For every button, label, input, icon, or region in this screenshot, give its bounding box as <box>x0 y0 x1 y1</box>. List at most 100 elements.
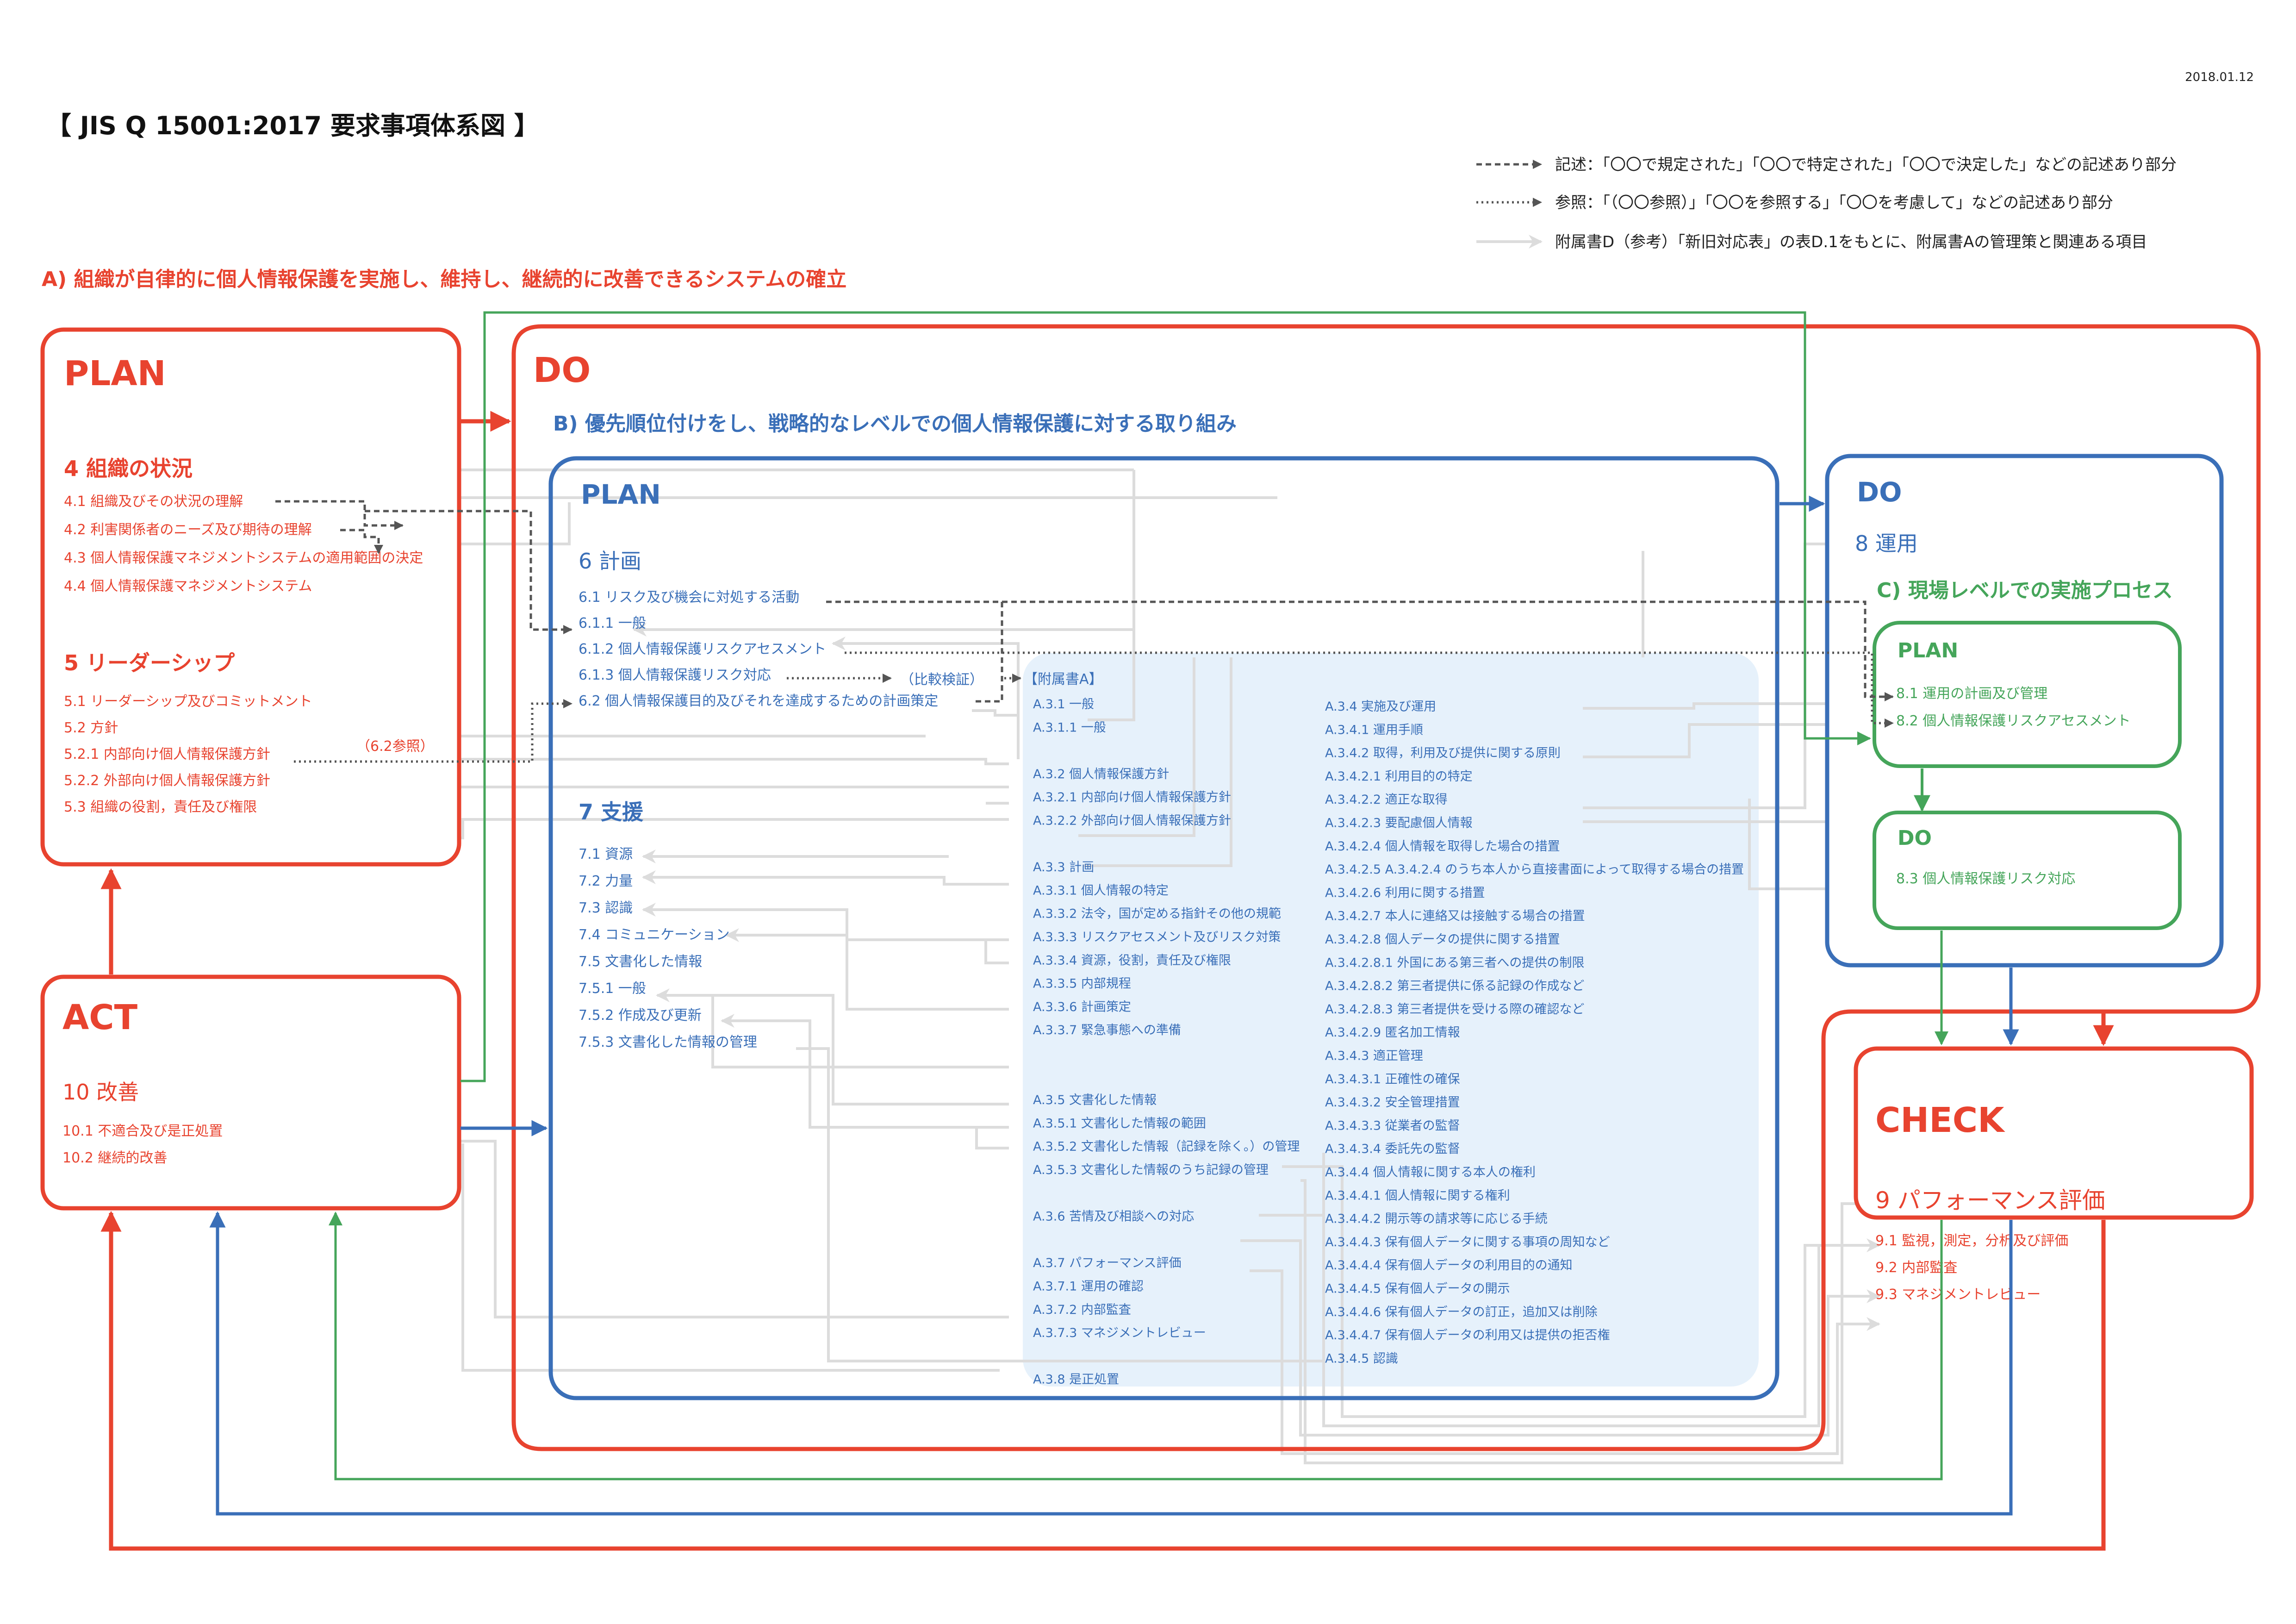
legend: 記述：「〇〇で規定された」「〇〇で特定された」「〇〇で決定した」などの記述あり部… <box>1476 156 2177 251</box>
list-item: A.3.4.4.7 保有個人データの利用又は提供の拒否権 <box>1325 1328 1610 1343</box>
list-item: A.3.3.3 リスクアセスメント及びリスク対策 <box>1033 930 1281 944</box>
list-item: 5.2 方針 <box>64 720 118 736</box>
clause-5-heading: 5 リーダーシップ <box>64 650 235 675</box>
list-item: A.3.4.4.1 個人情報に関する権利 <box>1325 1188 1510 1203</box>
list-item: A.3.1 一般 <box>1033 697 1094 712</box>
list-item: A.3.4.4.2 開示等の請求等に応じる手続 <box>1325 1212 1548 1226</box>
list-item: A.3.4.2.9 匿名加工情報 <box>1325 1025 1460 1040</box>
check-label: CHECK <box>1875 1100 2005 1140</box>
list-item: A.3.3.6 計画策定 <box>1033 1000 1131 1014</box>
list-item: 7.5.2 作成及び更新 <box>579 1007 702 1024</box>
clause-8-2: 8.2 個人情報保護リスクアセスメント <box>1896 713 2131 729</box>
list-item: 6.2 個人情報保護目的及びそれを達成するための計画策定 <box>579 693 938 709</box>
do-plan-box <box>548 456 1780 1400</box>
annex-a-title: 【附属書A】 <box>1024 671 1103 687</box>
page-title: 【 JIS Q 15001:2017 要求事項体系図 】 <box>46 111 539 140</box>
list-item: 4.2 利害関係者のニーズ及び期待の理解 <box>64 522 312 538</box>
list-item: A.3.4.2.4 個人情報を取得した場合の措置 <box>1325 839 1560 854</box>
list-item: A.3.4.2.2 適正な取得 <box>1325 793 1448 807</box>
list-item: A.3.7.1 運用の確認 <box>1033 1280 1144 1294</box>
section-c-heading: C) 現場レベルでの実施プロセス <box>1877 579 2173 602</box>
list-item: 4.1 組織及びその状況の理解 <box>64 493 243 510</box>
list-item: A.3.4.4.4 保有個人データの利用目的の通知 <box>1325 1258 1573 1273</box>
list-item: A.3.1.1 一般 <box>1033 720 1106 735</box>
reference-arrows <box>275 500 1894 763</box>
do-do-label: DO <box>1857 476 1902 508</box>
list-item: A.3.4.4.6 保有個人データの訂正，追加又は削除 <box>1325 1305 1598 1319</box>
see-6-2-note: （6.2参照） <box>356 738 434 755</box>
do-outer-box <box>511 324 2261 1451</box>
list-item: A.3.8 是正処置 <box>1033 1373 1119 1387</box>
list-item: A.3.4.3.4 委託先の監督 <box>1325 1142 1460 1156</box>
check-to-act-blue-arrow <box>209 1211 2013 1516</box>
list-item: A.3.4.4.5 保有個人データの開示 <box>1325 1282 1510 1296</box>
list-item: 7.5.3 文書化した情報の管理 <box>579 1034 757 1050</box>
list-item: A.3.4.4 個人情報に関する本人の権利 <box>1325 1165 1536 1180</box>
list-item: A.3.4.2.7 本人に連絡又は接触する場合の措置 <box>1325 909 1585 924</box>
list-item: 6.1 リスク及び機会に対処する活動 <box>579 589 799 606</box>
list-item: A.3.3.5 内部規程 <box>1033 977 1131 991</box>
list-item: A.3.4.3 適正管理 <box>1325 1049 1423 1063</box>
list-item: A.3.4.2.8 個人データの提供に関する措置 <box>1325 932 1560 947</box>
clause-4-heading: 4 組織の状況 <box>64 456 193 481</box>
do-label: DO <box>533 350 591 390</box>
list-item: A.3.2.1 内部向け個人情報保護方針 <box>1033 790 1231 805</box>
list-item: 9.2 内部監査 <box>1875 1260 1957 1276</box>
list-item: 6.1.1 一般 <box>579 615 646 631</box>
list-item: A.3.5.2 文書化した情報（記録を除く。）の管理 <box>1033 1140 1300 1154</box>
list-item: A.3.2.2 外部向け個人情報保護方針 <box>1033 814 1231 828</box>
list-item: A.3.3.4 資源，役割，責任及び権限 <box>1033 953 1231 968</box>
date-label: 2018.01.12 <box>2185 70 2254 84</box>
c-do-label: DO <box>1898 826 1932 850</box>
list-item: 7.4 コミュニケーション <box>579 927 730 943</box>
list-item: 4.4 個人情報保護マネジメントシステム <box>64 578 312 594</box>
list-item: A.3.6 苦情及び相談への対応 <box>1033 1210 1194 1224</box>
list-item: A.3.4.3.3 従業者の監督 <box>1325 1118 1460 1133</box>
list-item: 7.5.1 一般 <box>579 981 646 997</box>
list-item: 5.2.2 外部向け個人情報保護方針 <box>64 773 270 789</box>
pdca-cycle-arrows <box>100 311 2114 1551</box>
list-item: A.3.4.2.8.3 第三者提供を受ける際の確認など <box>1325 1002 1584 1017</box>
list-item: 5.2.1 内部向け個人情報保護方針 <box>64 746 270 762</box>
list-item: A.3.7.3 マネジメントレビュー <box>1033 1326 1206 1340</box>
section-b-heading: B) 優先順位付けをし、戦略的なレベルでの個人情報保護に対する取り組み <box>553 412 1237 436</box>
list-item: 7.1 資源 <box>579 846 633 862</box>
section-a-heading: A) 組織が自律的に個人情報保護を実施し、維持し、継続的に改善できるシステムの確… <box>42 268 846 291</box>
clause-8-1: 8.1 運用の計画及び管理 <box>1896 686 2047 702</box>
legend-item: 附属書D（参考）「新旧対応表」の表D.1をもとに、附属書Aの管理策と関連ある項目 <box>1555 233 2147 251</box>
list-item: A.3.3 計画 <box>1033 860 1094 874</box>
list-item: A.3.4.4.3 保有個人データに関する事項の周知など <box>1325 1235 1610 1249</box>
list-item: 5.3 組織の役割，責任及び権限 <box>64 799 257 815</box>
list-item: A.3.3.2 法令，国が定める指針その他の規範 <box>1033 907 1281 921</box>
list-item: A.3.4.2 取得，利用及び提供に関する原則 <box>1325 746 1561 761</box>
plan-label: PLAN <box>64 354 166 394</box>
list-item: 10.1 不適合及び是正処置 <box>62 1123 223 1139</box>
plan-box <box>40 327 461 867</box>
list-item: 7.5 文書化した情報 <box>579 954 702 970</box>
c-do-box <box>1873 811 2182 930</box>
list-item: A.3.2 個人情報保護方針 <box>1033 767 1169 781</box>
list-item: A.3.4.2.8.2 第三者提供に係る記録の作成など <box>1325 979 1584 993</box>
list-item: A.3.4.2.1 利用目的の特定 <box>1325 769 1473 784</box>
list-item: A.3.7 パフォーマンス評価 <box>1033 1256 1182 1270</box>
legend-item: 記述：「〇〇で規定された」「〇〇で特定された」「〇〇で決定した」などの記述あり部… <box>1555 156 2177 174</box>
clause-9-heading: 9 パフォーマンス評価 <box>1875 1187 2105 1214</box>
check-box <box>1854 1046 2254 1220</box>
list-item: A.3.4.2.5 A.3.4.2.4 のうち本人から直接書面によって取得する場… <box>1325 862 1744 877</box>
list-item: 10.2 継続的改善 <box>62 1150 167 1166</box>
list-item: 9.3 マネジメントレビュー <box>1875 1287 2041 1303</box>
clause-6-heading: 6 計画 <box>579 549 641 574</box>
list-item: A.3.3.1 個人情報の特定 <box>1033 883 1169 898</box>
legend-item: 参照：「（〇〇参照）」「〇〇を参照する」「〇〇を考慮して」などの記述あり部分 <box>1555 194 2113 212</box>
list-item: A.3.4.2.6 利用に関する措置 <box>1325 886 1485 900</box>
list-item: A.3.3.7 緊急事態への準備 <box>1033 1023 1181 1037</box>
clause-8-heading: 8 運用 <box>1855 531 1918 556</box>
list-item: 7.3 認識 <box>579 900 633 916</box>
c-plan-box <box>1873 621 2182 768</box>
list-item: A.3.4.2.3 要配慮個人情報 <box>1325 816 1473 831</box>
